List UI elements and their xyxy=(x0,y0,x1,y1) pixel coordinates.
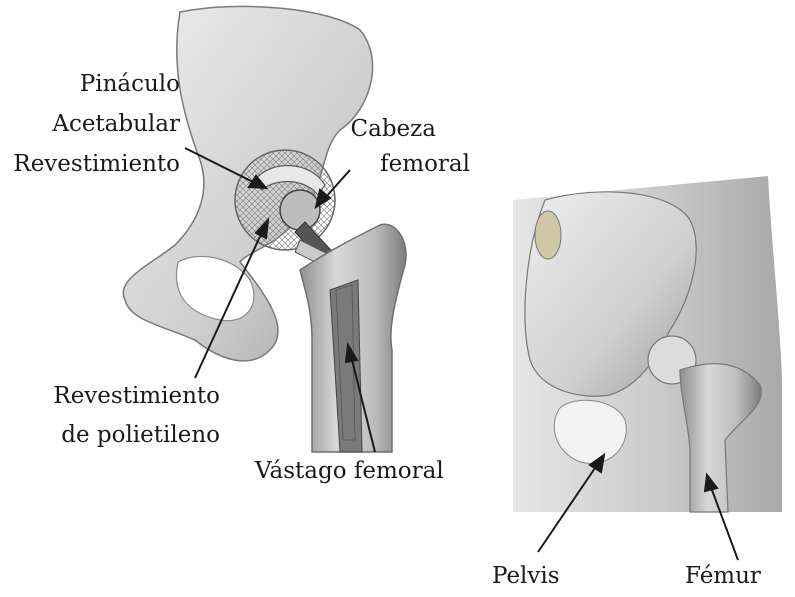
label-de-polietileno: de polietileno xyxy=(30,424,220,447)
label-pinaculo: Pináculo xyxy=(60,73,180,96)
label-pelvis: Pelvis xyxy=(492,565,560,588)
label-revestimiento: Revestimiento xyxy=(8,153,180,176)
label-cabeza: Cabeza xyxy=(330,118,436,141)
label-femur: Fémur xyxy=(685,565,761,588)
label-vastago-femoral: Vástago femoral xyxy=(255,460,444,483)
label-revestimiento-polietileno: Revestimiento xyxy=(30,385,220,408)
label-femoral: femoral xyxy=(330,153,470,176)
label-acetabular: Acetabular xyxy=(40,113,180,136)
